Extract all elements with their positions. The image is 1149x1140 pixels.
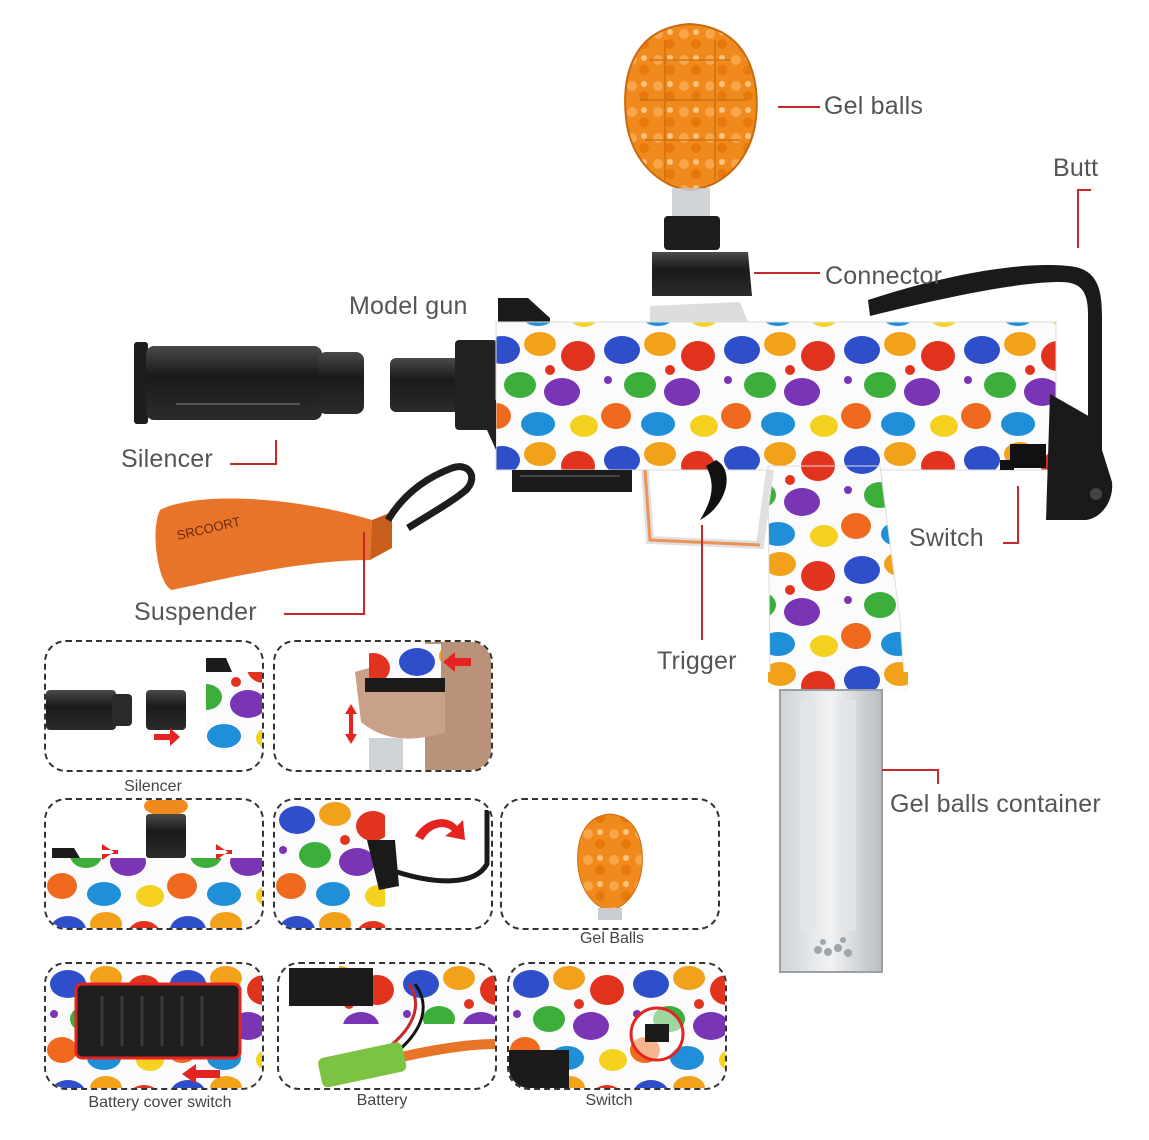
leader-silencer [230,440,277,465]
panel-switch [507,962,727,1090]
leader-switch [1003,486,1019,544]
panel-battery [277,962,497,1090]
label-switch: Switch [909,524,984,552]
caption-battery: Battery [356,1092,408,1109]
panel-battery-cover-switch [44,962,264,1090]
label-trigger: Trigger [657,647,737,675]
panel-butt-fold [273,798,493,930]
label-gel-balls: Gel balls [824,92,924,120]
leader-butt [1077,189,1091,248]
gel-balls-container [779,689,883,973]
gel-balls-grenade-container [624,22,758,216]
leader-suspender [284,532,365,615]
caption-battery-cover-switch: Battery cover switch [88,1094,232,1111]
model-gun [390,265,1113,692]
label-connector: Connector [825,262,943,290]
leader-gel-balls-container [882,769,939,784]
label-gel-balls-container: Gel balls container [890,790,1101,818]
caption-silencer: Silencer [124,778,182,795]
panel-magazine [273,640,493,772]
caption-gel-balls: Gel Balls [579,930,645,947]
panel-gel-balls [500,798,720,930]
suspender-strap: SRCOORT [155,463,476,590]
label-butt: Butt [1053,154,1099,182]
panel-connector-slide [44,798,264,930]
label-model-gun: Model gun [349,292,468,320]
label-silencer: Silencer [121,445,213,473]
leader-lines [230,106,1091,784]
connector [652,216,752,296]
panel-silencer [44,640,264,772]
silencer [134,342,364,424]
label-suspender: Suspender [134,598,257,626]
caption-switch: Switch [585,1092,633,1109]
